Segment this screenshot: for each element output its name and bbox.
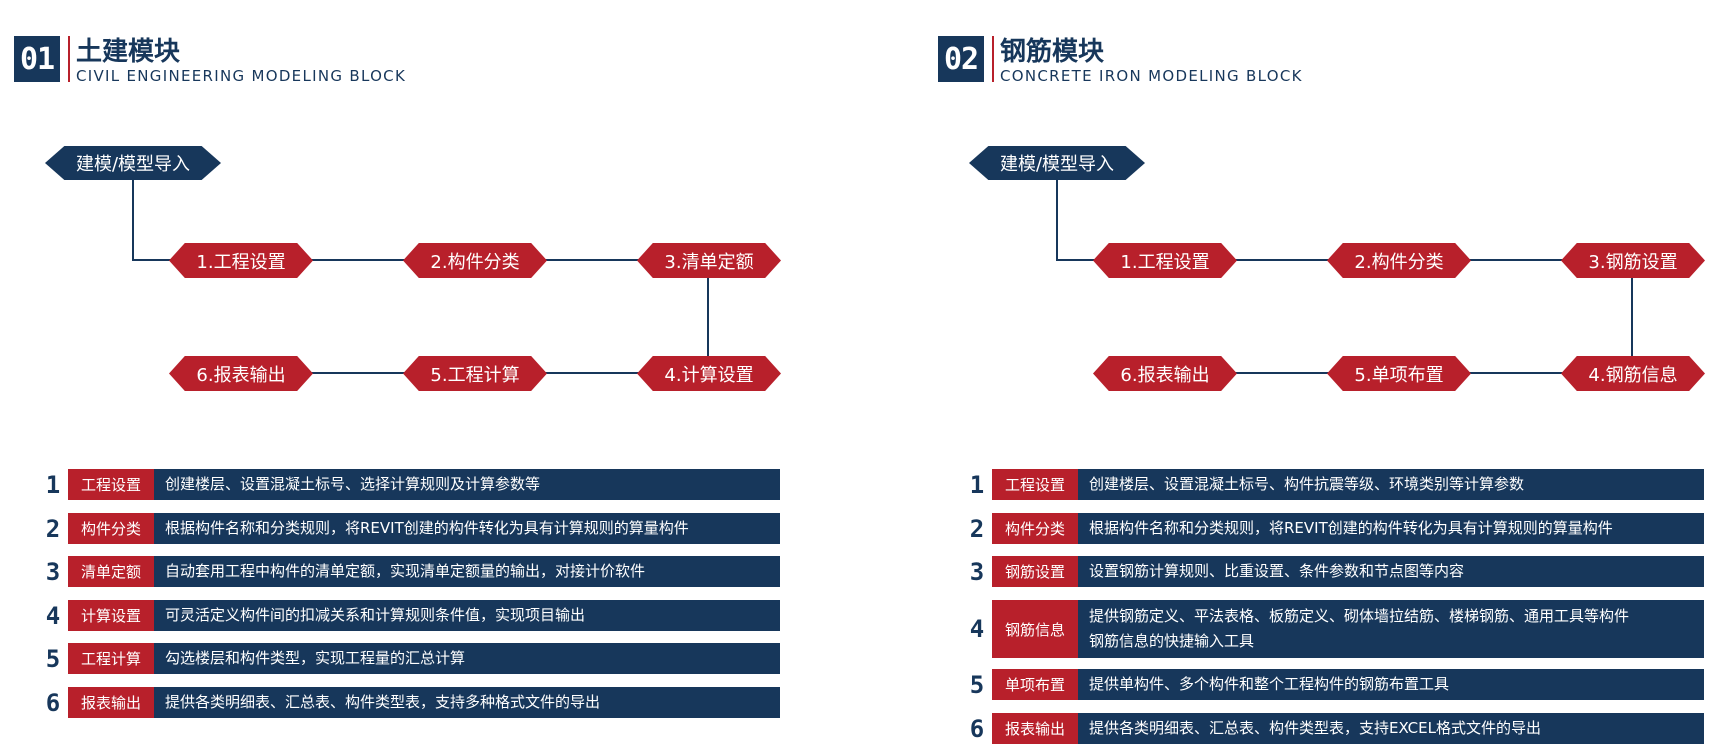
info-row: 1 工程设置 创建楼层、设置混凝土标号、选择计算规则及计算参数等 (44, 469, 780, 500)
connector-start-to-1 (1056, 178, 1104, 261)
info-row: 6 报表输出 提供各类明细表、汇总表、构件类型表，支持EXCEL格式文件的导出 (968, 713, 1704, 744)
row-number: 2 (969, 514, 985, 543)
info-row: 6 报表输出 提供各类明细表、汇总表、构件类型表，支持多种格式文件的导出 (44, 687, 780, 718)
row-number: 4 (45, 601, 61, 630)
flow-step-4: 4.钢筋信息 (1561, 356, 1705, 391)
civil-module-panel: 01 土建模块 CIVIL ENGINEERING MODELING BLOCK… (14, 36, 781, 718)
row-number: 5 (45, 644, 61, 673)
flow-step-5: 5.工程计算 (403, 356, 547, 391)
section-title: 钢筋模块 (1000, 37, 1105, 67)
section-subtitle: CONCRETE IRON MODELING BLOCK (1000, 67, 1303, 85)
section-number: 02 (938, 36, 984, 82)
row-description: 根据构件名称和分类规则，将REVIT创建的构件转化为具有计算规则的算量构件 (154, 513, 780, 544)
row-tag: 钢筋设置 (992, 556, 1078, 587)
flow-step-1: 1.工程设置 (169, 243, 313, 278)
row-tag: 钢筋信息 (992, 600, 1078, 658)
row-description: 创建楼层、设置混凝土标号、选择计算规则及计算参数等 (154, 469, 780, 500)
info-row: 2 构件分类 根据构件名称和分类规则，将REVIT创建的构件转化为具有计算规则的… (44, 513, 780, 544)
row-description: 创建楼层、设置混凝土标号、构件抗震等级、环境类别等计算参数 (1078, 469, 1704, 500)
section-number: 01 (14, 36, 60, 82)
flow-step-3: 3.清单定额 (637, 243, 781, 278)
flow-step-4: 4.计算设置 (637, 356, 781, 391)
section-divider (68, 36, 70, 82)
row-number: 1 (969, 470, 985, 499)
section-divider (992, 36, 994, 82)
info-row: 1 工程设置 创建楼层、设置混凝土标号、构件抗震等级、环境类别等计算参数 (968, 469, 1704, 500)
flow-step-5: 5.单项布置 (1327, 356, 1471, 391)
flow-step-2: 2.构件分类 (1327, 243, 1471, 278)
section-subtitle: CIVIL ENGINEERING MODELING BLOCK (76, 67, 407, 85)
row-description: 勾选楼层和构件类型，实现工程量的汇总计算 (154, 643, 780, 674)
row-description: 设置钢筋计算规则、比重设置、条件参数和节点图等内容 (1078, 556, 1704, 587)
info-row: 3 钢筋设置 设置钢筋计算规则、比重设置、条件参数和节点图等内容 (968, 556, 1704, 587)
connector-start-to-1 (132, 178, 180, 261)
row-tag: 单项布置 (992, 669, 1078, 700)
row-number: 1 (45, 470, 61, 499)
row-number: 6 (45, 688, 61, 717)
flow-step-3: 3.钢筋设置 (1561, 243, 1705, 278)
flow-connectors (132, 178, 709, 374)
row-tag: 工程计算 (68, 643, 154, 674)
row-tag: 构件分类 (992, 513, 1078, 544)
flow-start-node: 建模/模型导入 (45, 146, 221, 180)
flow-step-6: 6.报表输出 (169, 356, 313, 391)
info-row: 5 单项布置 提供单构件、多个构件和整个工程构件的钢筋布置工具 (968, 669, 1704, 700)
row-number: 3 (969, 557, 985, 586)
row-number: 2 (45, 514, 61, 543)
row-tag: 工程设置 (992, 469, 1078, 500)
row-number: 6 (969, 714, 985, 743)
section-title: 土建模块 (76, 37, 181, 67)
row-tag: 工程设置 (68, 469, 154, 500)
row-description: 提供单构件、多个构件和整个工程构件的钢筋布置工具 (1078, 669, 1704, 700)
row-description: 根据构件名称和分类规则，将REVIT创建的构件转化为具有计算规则的算量构件 (1078, 513, 1704, 544)
row-tag: 报表输出 (68, 687, 154, 718)
info-row: 2 构件分类 根据构件名称和分类规则，将REVIT创建的构件转化为具有计算规则的… (968, 513, 1704, 544)
flow-start-node: 建模/模型导入 (969, 146, 1145, 180)
flow-connectors (1056, 178, 1633, 374)
row-number: 5 (969, 670, 985, 699)
row-description: 提供各类明细表、汇总表、构件类型表，支持EXCEL格式文件的导出 (1078, 713, 1704, 744)
row-number: 4 (969, 615, 985, 643)
row-tag: 构件分类 (68, 513, 154, 544)
row-tag: 计算设置 (68, 600, 154, 631)
info-row: 4 计算设置 可灵活定义构件间的扣减关系和计算规则条件值，实现项目输出 (44, 600, 780, 631)
row-tag: 清单定额 (68, 556, 154, 587)
flow-step-1: 1.工程设置 (1093, 243, 1237, 278)
flow-step-2: 2.构件分类 (403, 243, 547, 278)
row-number: 3 (45, 557, 61, 586)
row-description: 自动套用工程中构件的清单定额，实现清单定额量的输出，对接计价软件 (154, 556, 780, 587)
row-description: 提供各类明细表、汇总表、构件类型表，支持多种格式文件的导出 (154, 687, 780, 718)
row-tag: 报表输出 (992, 713, 1078, 744)
flow-step-6: 6.报表输出 (1093, 356, 1237, 391)
row-description: 提供钢筋定义、平法表格、板筋定义、砌体墙拉结筋、楼梯钢筋、通用工具等构件 钢筋信… (1078, 600, 1704, 658)
info-row: 3 清单定额 自动套用工程中构件的清单定额，实现清单定额量的输出，对接计价软件 (44, 556, 780, 587)
info-row: 5 工程计算 勾选楼层和构件类型，实现工程量的汇总计算 (44, 643, 780, 674)
row-description: 可灵活定义构件间的扣减关系和计算规则条件值，实现项目输出 (154, 600, 780, 631)
rebar-module-panel: 02 钢筋模块 CONCRETE IRON MODELING BLOCK 建模/… (924, 0, 1718, 755)
info-row: 4 钢筋信息 提供钢筋定义、平法表格、板筋定义、砌体墙拉结筋、楼梯钢筋、通用工具… (968, 600, 1704, 658)
